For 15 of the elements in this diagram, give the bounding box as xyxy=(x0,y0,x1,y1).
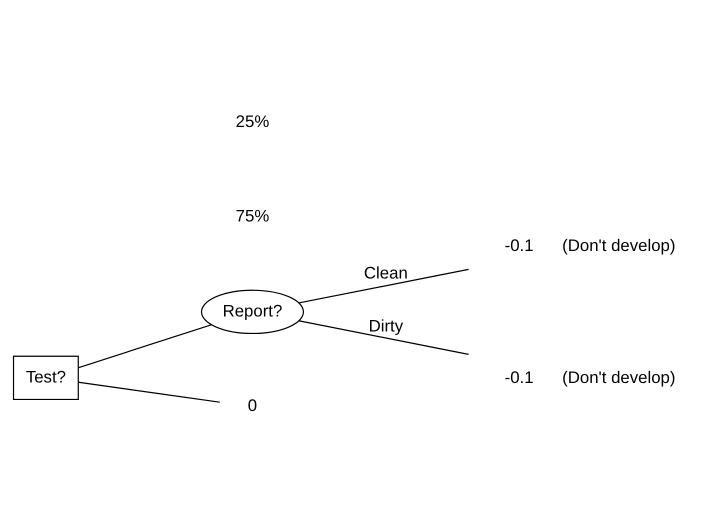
node-label: (Don't develop) xyxy=(562,235,676,254)
connector xyxy=(78,381,220,402)
node-box: Test? xyxy=(12,355,79,400)
node-text: -0.1 xyxy=(504,235,534,254)
connector xyxy=(78,324,212,368)
connector xyxy=(298,268,469,304)
connector xyxy=(298,320,469,354)
node-label: (Don't develop) xyxy=(562,367,676,386)
node-ellipse: Report? xyxy=(200,289,304,334)
edge-label: Dirty xyxy=(368,316,404,335)
node-text: -0.1 xyxy=(504,367,534,386)
edge-label: Clean xyxy=(364,263,408,282)
node-text: 0 xyxy=(248,396,258,415)
label: 75% xyxy=(236,206,270,226)
label: 25% xyxy=(236,111,270,130)
